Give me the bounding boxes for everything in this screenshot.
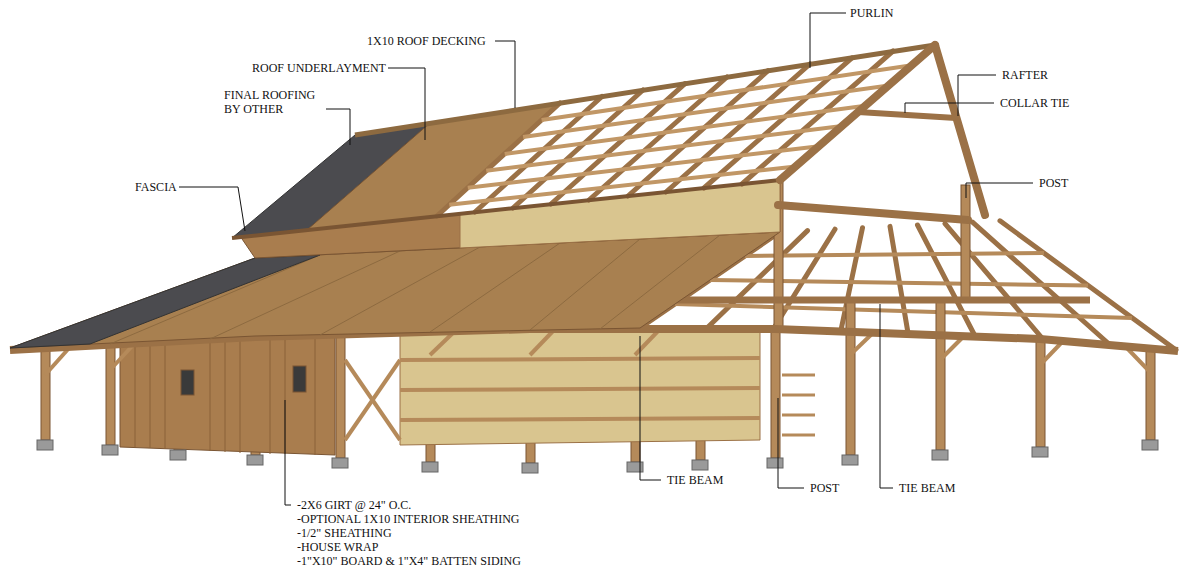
callout-label: COLLAR TIE [998,96,1071,110]
stairs [782,375,815,435]
insulation-wall [400,330,760,445]
callout-label: -2X6 GIRT @ 24" O.C. [295,498,413,512]
collar-tie [858,112,956,118]
callout-label: FINAL ROOFING BY OTHER [222,88,326,116]
gable-frame [778,45,985,220]
callout-label: POST [808,481,841,495]
shingles [10,255,320,348]
callout-label: -1/2" SHEATHING [295,526,394,540]
leader-lines [175,13,1033,505]
callout-label: ROOF UNDERLAYMENT [250,61,388,75]
callout-label: FASCIA [133,180,179,194]
fascia [232,180,780,238]
board-siding [120,335,335,455]
callout-label: -OPTIONAL 1X10 INTERIOR SHEATHING [295,512,522,526]
tie-beam [640,297,1090,304]
lower-purlins [675,253,1132,318]
insulation-wall [460,180,780,248]
siding-battens [135,336,315,455]
callout-label: POST [1037,176,1070,190]
callout-label: PURLIN [848,6,895,20]
callout-label: -HOUSE WRAP [295,540,380,554]
callout-label: TIE BEAM [665,473,725,487]
callout-label: TIE BEAM [897,481,957,495]
footings [37,440,1158,473]
callout-label: RAFTER [1000,68,1050,82]
window [293,366,306,392]
callout-label: -1"X10" BOARD & 1"X4" BATTEN SIDING [295,554,523,568]
girts [345,358,760,440]
window [181,370,194,395]
callout-label: 1X10 ROOF DECKING [365,34,488,48]
